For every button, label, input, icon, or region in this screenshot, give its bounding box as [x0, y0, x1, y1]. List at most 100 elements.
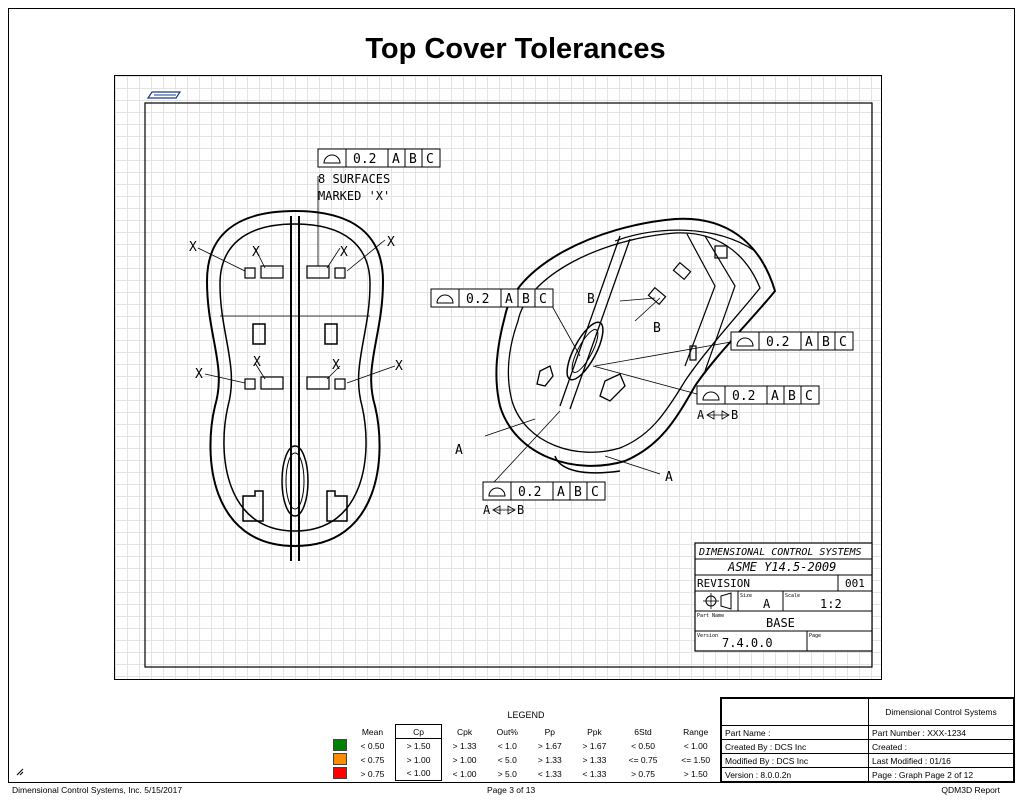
svg-text:A: A — [771, 389, 779, 404]
svg-text:A: A — [505, 292, 513, 307]
legend-header: Range — [683, 726, 709, 737]
info-block: Dimensional Control Systems Part Name : … — [720, 697, 1015, 783]
tb-version-value: 7.4.0.0 — [722, 636, 773, 650]
x-marker: X — [195, 367, 203, 382]
tb-scale-label: Scale — [785, 593, 800, 599]
legend-header: Cp — [394, 724, 443, 739]
datum-ab-label-1: A B — [697, 408, 738, 422]
tb-standard: ASME Y14.5-2009 — [727, 560, 836, 574]
tb-part-name-label: Part Name — [697, 613, 724, 619]
top-view-part — [205, 209, 385, 561]
legend-title: LEGEND — [507, 710, 545, 720]
info-company: Dimensional Control Systems — [868, 698, 1014, 726]
info-part-name: Part Name : — [721, 725, 869, 740]
svg-text:B: B — [517, 503, 524, 517]
svg-text:A: A — [697, 408, 705, 422]
legend-header: 6Std — [634, 726, 652, 737]
surfaces-note-1: 8 SURFACES — [318, 172, 390, 186]
svg-text:C: C — [839, 335, 847, 350]
tb-version-label: Version — [697, 633, 718, 639]
legend-row-orange: < 0.75 > 1.00 > 1.00 < 5.0 > 1.33 > 1.33… — [330, 752, 722, 767]
info-created-by: Created By : DCS Inc — [721, 739, 869, 754]
tb-page-label: Page — [809, 633, 821, 639]
legend-header: Mean — [361, 726, 384, 737]
orange-swatch — [333, 752, 347, 765]
tb-revision-label: REVISION — [697, 577, 750, 590]
fcf-datum-b: B — [409, 152, 417, 167]
legend-row-red: > 0.75 < 1.00 < 1.00 > 5.0 < 1.33 < 1.33… — [330, 766, 722, 781]
control-frame-3: 0.2 A B C — [696, 385, 820, 405]
datum-b-label: B — [653, 321, 661, 336]
fcf-datum-c: C — [426, 152, 434, 167]
resize-icon — [16, 768, 24, 776]
datum-a-label: A — [665, 470, 673, 485]
control-frame-4: 0.2 A B C — [482, 481, 606, 501]
svg-text:C: C — [591, 485, 599, 500]
datum-b-label: B — [587, 292, 595, 307]
legend-header: Out% — [496, 726, 518, 737]
x-marker: X — [340, 245, 348, 260]
drawing-area: 0.2 A B C 8 SURFACES MARKED 'X' X X X X … — [114, 75, 882, 680]
footer-left: Dimensional Control Systems, Inc. 5/15/2… — [12, 785, 183, 795]
surfaces-control-frame: 0.2 A B C — [317, 148, 441, 168]
title-block: DIMENSIONAL CONTROL SYSTEMS ASME Y14.5-2… — [694, 542, 873, 652]
legend-header-row: Mean Cp Cpk Out% Pp Ppk 6Std Range — [330, 724, 722, 739]
footer-center: Page 3 of 13 — [487, 785, 536, 795]
page-title: Top Cover Tolerances — [365, 33, 666, 65]
svg-text:A: A — [805, 335, 813, 350]
red-swatch — [333, 766, 347, 779]
svg-text:B: B — [788, 389, 796, 404]
tb-size-value: A — [763, 597, 771, 611]
legend-row-green: < 0.50 > 1.50 > 1.33 < 1.0 > 1.67 > 1.67… — [330, 738, 722, 753]
svg-text:0.2: 0.2 — [466, 292, 489, 307]
drawing-svg: 0.2 A B C 8 SURFACES MARKED 'X' X X X X … — [144, 102, 873, 668]
info-version: Version : 8.0.0.2n — [721, 767, 869, 782]
x-markers: X X X X X X X X — [189, 235, 403, 382]
legend-header: Cpk — [457, 726, 473, 737]
info-created: Created : — [868, 739, 1014, 754]
svg-text:A: A — [483, 503, 491, 517]
surfaces-note-2: MARKED 'X' — [318, 189, 390, 203]
tb-scale-value: 1:2 — [820, 597, 842, 611]
fcf-tolerance: 0.2 — [353, 152, 376, 167]
info-part-number: Part Number : XXX-1234 — [868, 725, 1014, 740]
footer-right: QDM3D Report — [941, 785, 1000, 795]
svg-text:B: B — [574, 485, 582, 500]
svg-text:C: C — [539, 292, 547, 307]
datum-ab-label-2: A B — [483, 503, 524, 517]
x-marker: X — [387, 235, 395, 250]
page-frame — [8, 8, 1015, 783]
datum-a-label: A — [455, 443, 463, 458]
svg-text:B: B — [731, 408, 738, 422]
tb-revision-value: 001 — [845, 577, 865, 590]
svg-text:B: B — [822, 335, 830, 350]
x-marker: X — [332, 358, 340, 373]
fcf-datum-a: A — [392, 152, 400, 167]
x-marker: X — [395, 359, 403, 374]
tb-company: DIMENSIONAL CONTROL SYSTEMS — [698, 547, 862, 558]
x-leaders — [197, 176, 396, 384]
svg-text:0.2: 0.2 — [518, 485, 541, 500]
control-frame-2: 0.2 A B C — [730, 331, 854, 351]
green-swatch — [333, 738, 347, 751]
svg-text:A: A — [557, 485, 565, 500]
tb-part-name-value: BASE — [766, 616, 795, 630]
legend-header: Ppk — [587, 726, 602, 737]
x-marker: X — [253, 355, 261, 370]
legend-header: Pp — [544, 726, 556, 737]
info-modified-by: Modified By : DCS Inc — [721, 753, 869, 768]
x-marker: X — [252, 245, 260, 260]
dcs-logo-icon — [146, 90, 182, 100]
legend-table: Mean Cp Cpk Out% Pp Ppk 6Std Range < 0.5… — [330, 724, 722, 781]
svg-text:0.2: 0.2 — [732, 389, 755, 404]
svg-text:C: C — [805, 389, 813, 404]
x-marker: X — [189, 240, 197, 255]
svg-text:0.2: 0.2 — [766, 335, 789, 350]
info-page: Page : Graph Page 2 of 12 — [868, 767, 1014, 782]
legend: LEGEND Mean Cp Cpk Out% Pp Ppk 6Std Rang… — [330, 710, 722, 782]
tb-size-label: Size — [740, 593, 752, 599]
iso-view-part — [495, 217, 777, 474]
svg-text:B: B — [522, 292, 530, 307]
info-last-modified: Last Modified : 01/16 — [868, 753, 1014, 768]
projection-symbol-icon — [703, 592, 732, 610]
